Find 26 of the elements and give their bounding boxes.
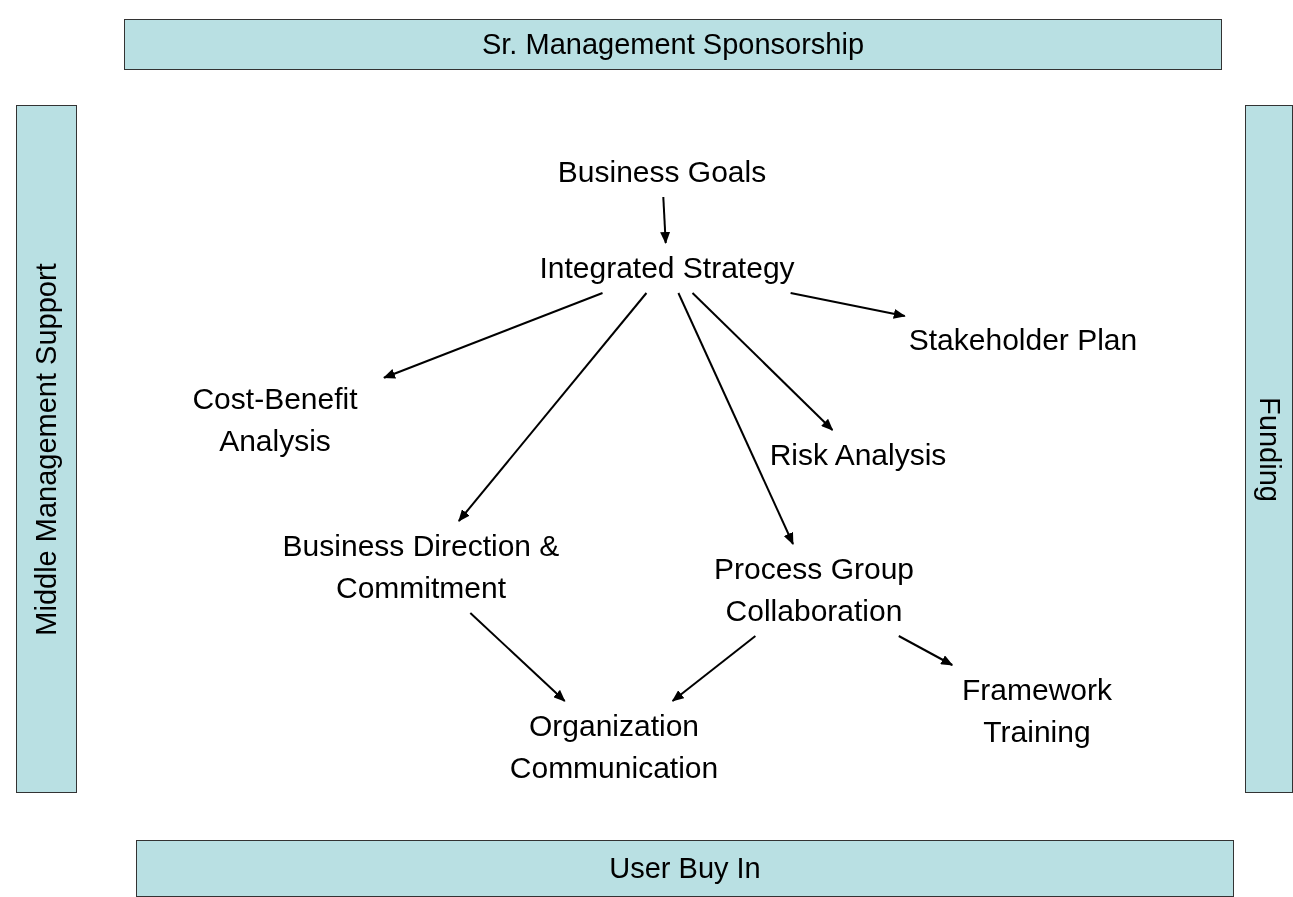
node-label: Stakeholder Plan — [908, 319, 1138, 361]
banner-bar — [16, 105, 77, 793]
node-label: Business Goals — [557, 151, 767, 193]
node-label: Organization Communication — [484, 705, 744, 789]
arrow — [789, 292, 906, 319]
node-label: Cost-Benefit Analysis — [170, 378, 380, 462]
arrow — [897, 635, 954, 666]
arrow — [469, 612, 566, 702]
node-label: Process Group Collaboration — [689, 548, 939, 632]
node-label: Business Direction & Commitment — [278, 525, 564, 609]
arrow — [691, 292, 834, 431]
arrow — [660, 196, 671, 244]
banner-label: Funding — [1252, 396, 1286, 502]
banner-label: Middle Management Support — [30, 262, 63, 636]
arrow — [383, 292, 604, 379]
node-label: Integrated Strategy — [539, 247, 795, 289]
arrow — [677, 292, 794, 545]
banner-bar — [136, 840, 1234, 897]
node-label: Risk Analysis — [769, 434, 947, 476]
node-label: Framework Training — [937, 669, 1137, 753]
banner-label: Sr. Management Sponsorship — [481, 28, 865, 61]
arrow — [671, 635, 757, 702]
banner-bar — [124, 19, 1222, 70]
arrow — [457, 292, 648, 522]
banner-bar — [1245, 105, 1293, 793]
banner-label: User Buy In — [609, 852, 761, 885]
